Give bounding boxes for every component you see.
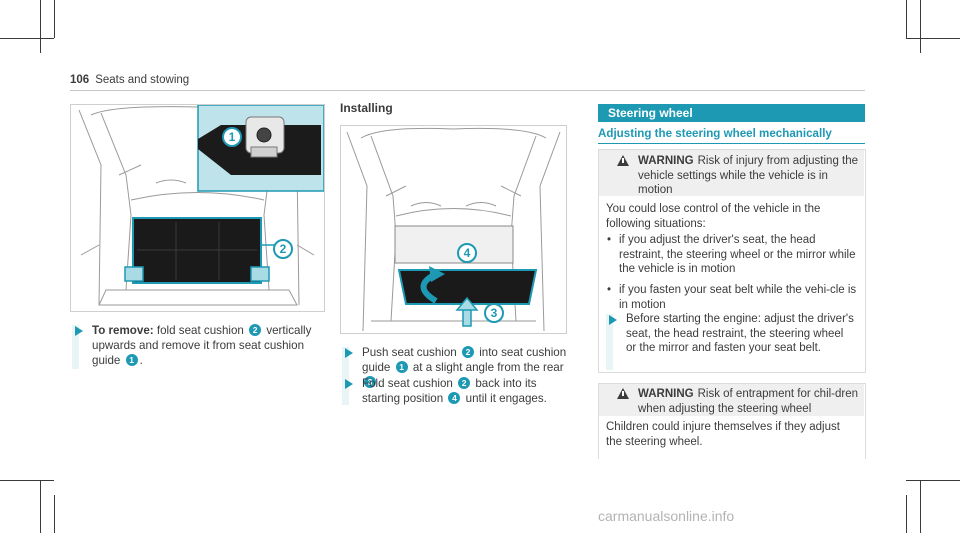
trunk-install-illustration (346, 127, 561, 332)
step-arrow-icon (609, 315, 617, 325)
step-text: vertically upwards and remove it from se… (92, 324, 312, 367)
warning-head-1 (599, 150, 864, 196)
warning-label: WARNING (638, 388, 694, 400)
bullet-text: if you adjust the driver's seat, the hea… (619, 234, 856, 275)
step-text: . (378, 376, 382, 389)
step-text: back into its starting position (362, 377, 537, 405)
step-text: into seat cushion guide (362, 346, 567, 374)
ref-2: 2 (461, 346, 474, 358)
page-number: 106 (70, 74, 90, 86)
step-fold: Fold seat cushion 2 back into its starti… (345, 376, 577, 406)
step-bar (606, 314, 613, 370)
step-label: To remove: (92, 324, 154, 337)
warning-1-step: Before starting the engine: adjust the d… (606, 312, 854, 370)
warning-label: WARNING (638, 155, 694, 167)
section-name: Seats and stowing (95, 74, 190, 86)
subtitle: Adjusting the steering wheel mechanicall… (598, 127, 832, 140)
warning-icon (617, 155, 629, 166)
crop-mark (0, 38, 54, 39)
crop-mark (906, 480, 960, 481)
step-text: Push seat cushion (362, 346, 460, 359)
ref-4: 4 (448, 392, 461, 404)
trunk-illustration (78, 105, 324, 306)
ref-3: 3 (364, 376, 376, 388)
callout-4: 4 (457, 243, 477, 263)
warning-1-body: You could lose control of the vehicle in… (606, 203, 821, 230)
figure-install-cushion: 4 3 (340, 125, 567, 334)
ref-2: 2 (458, 377, 471, 389)
ref-1: 1 (395, 361, 408, 373)
bullet-dot: • (607, 234, 612, 246)
step-bar (342, 347, 349, 405)
figure-remove-cushion: 1 2 (70, 104, 325, 312)
step-remove: To remove: fold seat cushion 2 verticall… (72, 323, 324, 369)
crop-mark (920, 0, 921, 53)
crop-mark (40, 0, 41, 53)
page-header: 106 Seats and stowing (70, 74, 189, 86)
step-text: at a slight angle from the rear (409, 361, 564, 374)
warning-icon (617, 388, 629, 399)
step-push: Push seat cushion 2 into seat cushion gu… (342, 345, 577, 405)
bullet-dot: • (607, 284, 612, 296)
ref-1: 1 (125, 354, 138, 366)
step-text: Fold seat cushion (362, 377, 457, 390)
step-text: until it engages. (462, 392, 547, 405)
ref-2: 2 (249, 324, 262, 336)
warning-2-body: Children could injure themselves if they… (606, 421, 840, 448)
crop-mark (906, 495, 907, 533)
warning-1-bullet: • if you adjust the driver's seat, the he… (607, 233, 859, 277)
step-arrow-icon (345, 348, 353, 358)
crop-mark (40, 480, 41, 533)
push-arrow-icon (455, 296, 479, 311)
watermark: carmanualsonline.info (598, 508, 735, 524)
bullet-text: if you fasten your seat belt while the v… (619, 284, 857, 311)
subtitle-rule (598, 143, 865, 144)
crop-mark (920, 480, 921, 533)
callout-3: 3 (484, 303, 504, 323)
step-text: fold seat cushion (153, 324, 248, 337)
warning-box-1 (598, 149, 866, 373)
header-rule (70, 90, 865, 91)
step-text: . (139, 354, 143, 367)
warning-head-2 (599, 384, 864, 416)
step-arrow-icon (345, 379, 353, 389)
warning-text: Risk of entrapment for chil-dren when ad… (638, 388, 859, 415)
crop-mark (906, 0, 907, 38)
step-bar (72, 325, 79, 369)
warning-box-2 (598, 383, 866, 459)
step-text: Before starting the engine: adjust the d… (626, 313, 854, 354)
crop-mark (54, 495, 55, 533)
section-bar-steering-wheel: Steering wheel (598, 104, 865, 122)
installing-title: Installing (340, 101, 393, 115)
warning-1-bullet: • if you fasten your seat belt while the … (607, 283, 859, 312)
warning-text: Risk of injury from adjusting the vehicl… (638, 155, 859, 196)
step-arrow-icon (75, 326, 83, 336)
crop-mark (54, 0, 55, 38)
crop-mark (906, 38, 960, 39)
callout-2: 2 (273, 239, 293, 259)
crop-mark (0, 480, 54, 481)
callout-1: 1 (222, 127, 242, 147)
